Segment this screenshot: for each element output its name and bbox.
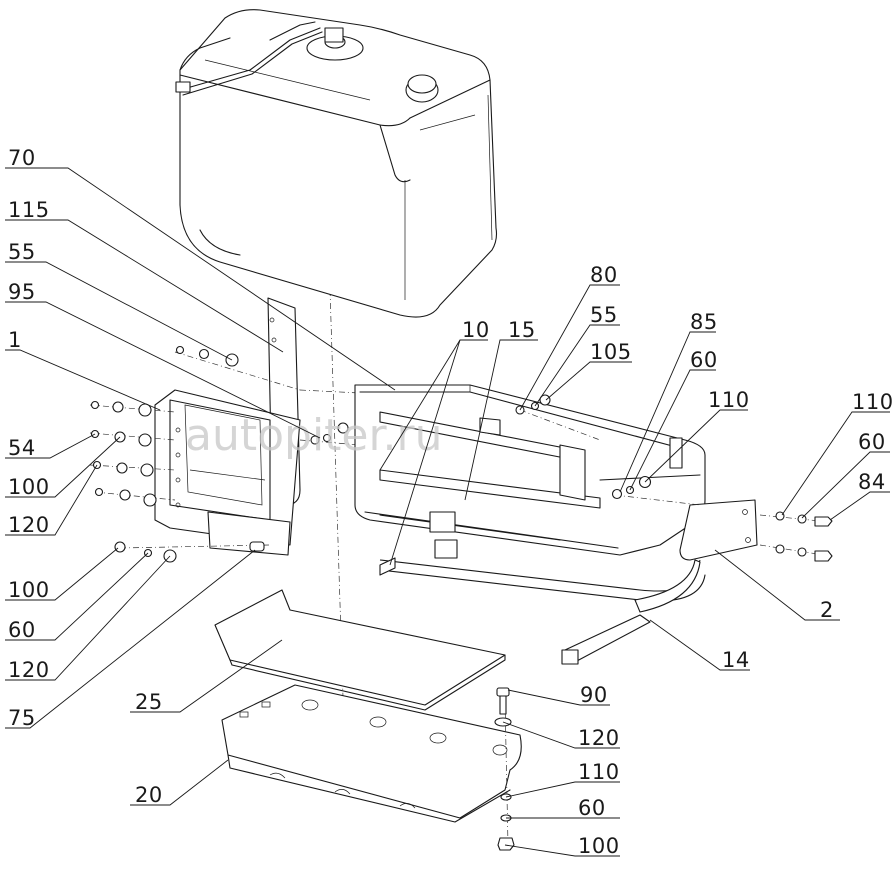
watermark-text: autopiter.ru [185,410,443,461]
label-54: 54 [8,436,36,460]
label-80: 80 [590,263,618,287]
label-115: 115 [8,198,50,222]
leader-lines [5,167,890,857]
label-95: 95 [8,280,36,304]
label-2: 2 [820,598,834,622]
bottom-guard-20 [221,684,522,823]
label-84: 84 [858,470,886,494]
label-25: 25 [135,690,163,714]
label-55: 55 [8,240,36,264]
label-60: 60 [8,618,36,642]
mat-plate-25 [214,589,506,711]
label-85: 85 [690,310,718,334]
label-100: 100 [8,578,50,602]
label-120: 120 [8,658,50,682]
label-60: 60 [858,430,886,454]
label-110: 110 [852,390,892,414]
fuel-tank [175,9,498,318]
part-labels: 70 115 55 95 1 54 100 120 100 60 120 75 … [8,146,892,858]
bracket-plate-1 [154,297,301,556]
label-1: 1 [8,328,22,352]
label-70: 70 [8,146,36,170]
fasteners-left [90,345,406,563]
label-90: 90 [580,683,608,707]
label-105: 105 [590,340,632,364]
label-20: 20 [135,783,163,807]
tank-cradle-frame-2 [354,384,758,665]
label-10: 10 [462,318,490,342]
label-100: 100 [8,475,50,499]
label-100: 100 [578,834,620,858]
label-110: 110 [708,388,750,412]
label-110: 110 [578,760,620,784]
label-60: 60 [690,348,718,372]
label-15: 15 [508,318,536,342]
label-60: 60 [578,796,606,820]
label-120: 120 [578,726,620,750]
label-120: 120 [8,513,50,537]
label-75: 75 [8,706,36,730]
label-55: 55 [590,303,618,327]
label-14: 14 [722,648,750,672]
